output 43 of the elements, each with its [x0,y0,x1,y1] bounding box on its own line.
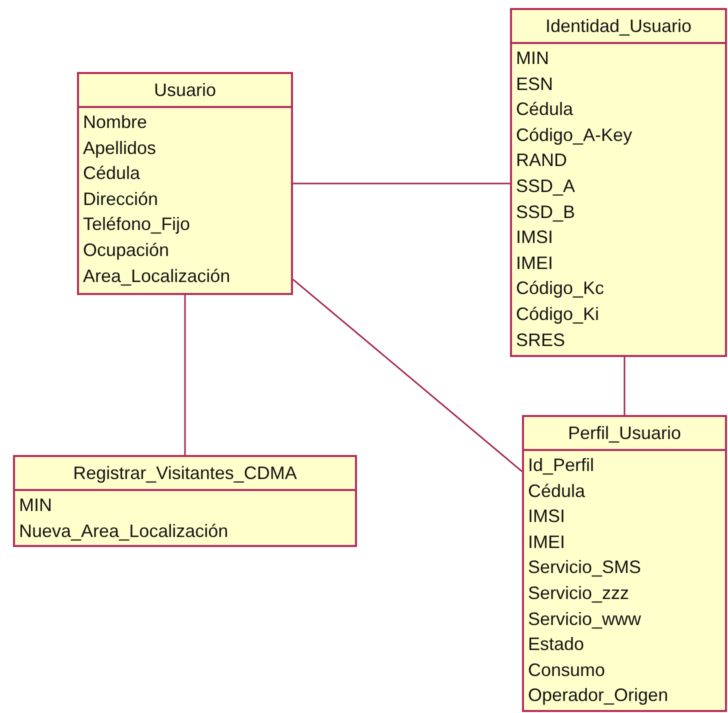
class-box [13,455,357,547]
attribute-text: SRES [516,328,566,352]
association-line [292,278,522,472]
attribute-text: Servicio_www [528,608,642,631]
attribute-text: Consumo [528,658,606,682]
attribute-text: ESN [516,72,554,96]
attribute-text: Ocupación [83,238,170,262]
class-box [522,415,727,712]
attribute-text: Cédula [83,162,140,186]
attribute-text: Id_Perfil [528,454,594,477]
class-name: Perfil_Usuario [524,417,725,451]
attribute-text: SSD_B [516,200,576,224]
attribute-text: IMSI [528,505,566,528]
attribute-text: Código_Kc [516,277,604,300]
attribute-text: Cédula [516,98,574,122]
attribute-text: Servicio_SMS [528,556,642,580]
attribute-text: MIN [19,494,52,517]
attribute-text: Servicio_zzz [528,582,630,605]
class-box [510,8,727,357]
attribute-text: Area_Localización [83,264,230,288]
attribute-text: IMEI [528,530,566,554]
class-name: Registrar_Visitantes_CDMA [15,457,355,491]
attribute-text: Estado [528,633,584,656]
attribute-text: IMEI [516,252,554,275]
attribute-text: MIN [516,47,549,70]
attribute-text: IMSI [516,226,554,250]
class-box [77,72,293,295]
association-line [624,357,626,415]
attribute-text: RAND [516,149,568,172]
attribute-text: SSD_A [516,174,576,198]
association-line [293,182,510,184]
attribute-text: Código_Ki [516,302,600,326]
class-name: Usuario [79,74,291,108]
attribute-text: Teléfono_Fijo [83,213,190,236]
association-line [184,295,186,455]
attribute-text: Código_A-Key [516,124,632,147]
attribute-text: Nombre [83,111,148,134]
attribute-text: Apellidos [83,136,156,160]
attribute-text: Cédula [528,480,586,503]
class-name: Identidad_Usuario [512,10,725,44]
attribute-text: Dirección [83,188,158,211]
attribute-text: Operador_Origen [528,684,668,708]
attribute-text: Nueva_Area_Localización [19,520,228,543]
